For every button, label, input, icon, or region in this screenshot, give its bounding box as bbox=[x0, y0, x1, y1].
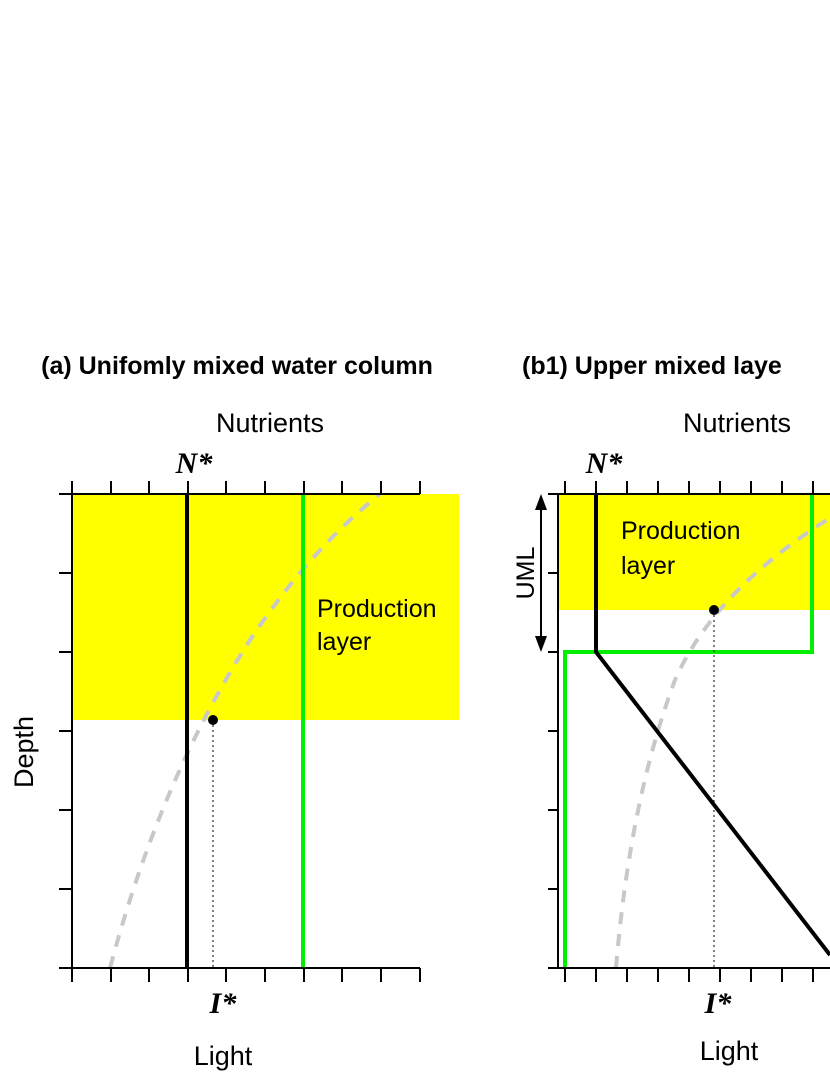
panel-a-light-curve bbox=[108, 492, 382, 969]
panel-a-production-label: Production layer bbox=[317, 595, 437, 656]
panel-a-production-label-line1: Production bbox=[317, 595, 437, 623]
panel-a-left-ticks bbox=[59, 493, 72, 969]
panel-b1-production-label-line1: Production bbox=[621, 517, 741, 545]
panel-b1-bottom-axis-label: Light bbox=[700, 1036, 759, 1066]
panel-b1-i-star-label: I* bbox=[704, 987, 733, 1020]
panel-b1-n-star-label: N* bbox=[585, 447, 624, 480]
panel-b1-bottom-ticks bbox=[564, 968, 814, 982]
panel-b1-uml-label: UML bbox=[512, 547, 540, 600]
panel-a-top-axis-label: Nutrients bbox=[216, 408, 324, 438]
panel-a-bottom-ticks bbox=[71, 968, 421, 982]
panel-b1-light-curve bbox=[614, 516, 830, 969]
panel-a-top-ticks bbox=[71, 481, 421, 494]
panel-a-n-star-label: N* bbox=[175, 447, 214, 480]
panel-b1: (b1) Upper mixed laye Nutrients Producti… bbox=[512, 352, 830, 1066]
panel-a-bottom-axis-label: Light bbox=[194, 1041, 253, 1071]
panel-b1-nutrient-line bbox=[594, 494, 830, 957]
panel-a-production-label-line2: layer bbox=[317, 628, 371, 656]
panel-a-left-axis-label: Depth bbox=[9, 716, 39, 788]
panel-a-i-star-label: I* bbox=[209, 987, 238, 1020]
panel-b1-title: (b1) Upper mixed laye bbox=[522, 352, 782, 380]
arrow-up-icon bbox=[535, 494, 547, 510]
panel-b1-top-axis-label: Nutrients bbox=[683, 408, 791, 438]
panel-b1-population-line bbox=[563, 494, 814, 968]
panel-b1-left-ticks bbox=[548, 493, 558, 969]
arrow-down-icon bbox=[535, 636, 547, 652]
panel-b1-critical-point bbox=[709, 605, 719, 615]
panel-b1-uml-arrow bbox=[535, 494, 547, 652]
panel-a-critical-point bbox=[208, 715, 218, 725]
panel-a: (a) Unifomly mixed water column Nutrient… bbox=[9, 352, 459, 1071]
panel-b1-production-label: Production layer bbox=[621, 517, 741, 580]
panel-a-title: (a) Unifomly mixed water column bbox=[41, 352, 433, 380]
panel-b1-production-label-line2: layer bbox=[621, 552, 675, 580]
panel-b1-top-ticks bbox=[564, 481, 814, 494]
panel-a-production-layer bbox=[72, 494, 459, 720]
panel-b1-production-layer bbox=[558, 494, 830, 610]
